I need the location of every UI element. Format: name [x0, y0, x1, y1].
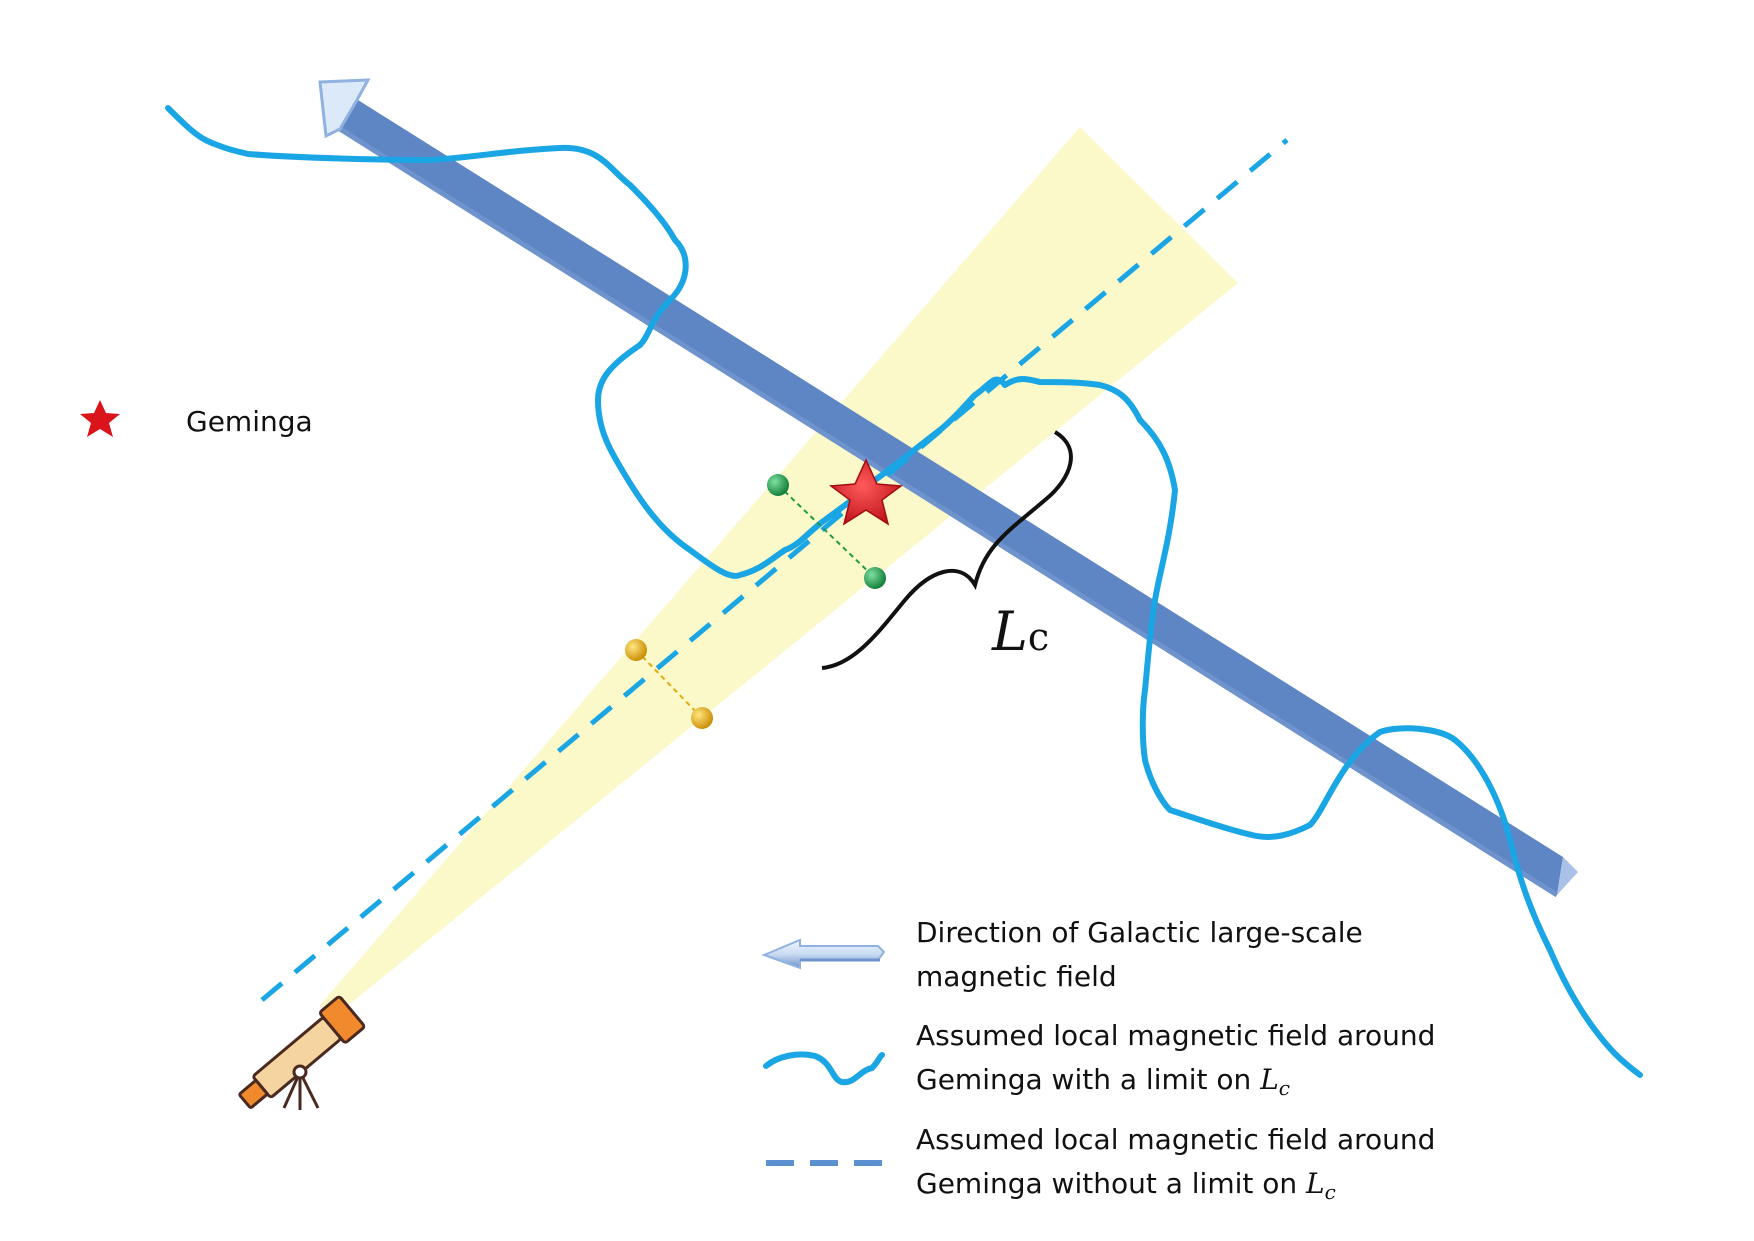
telescope-icon [238, 995, 366, 1110]
legend-dashed-line2: Geminga without a limit on Lc [916, 1167, 1336, 1204]
legend-wavy-line2: Geminga with a limit on Lc [916, 1063, 1290, 1100]
legend-dashed-line1: Assumed local magnetic field around [916, 1123, 1435, 1156]
arrow-icon [761, 938, 886, 970]
yellow-particle-pair [625, 639, 713, 729]
wavy-field-line [165, 105, 1643, 1078]
wavy-line-icon [763, 1051, 885, 1086]
legend-item-dashed: Assumed local magnetic field around Gemi… [766, 1123, 1435, 1204]
legend-arrow-line2: magnetic field [916, 960, 1117, 993]
legend-wavy-line1: Assumed local magnetic field around [916, 1019, 1435, 1052]
legend-star-icon [80, 400, 120, 437]
lc-label: Lc [991, 600, 1049, 663]
legend-item-arrow: Direction of Galactic large-scale magnet… [761, 916, 1363, 993]
green-particle-pair [767, 474, 886, 589]
legend-item-wavy: Assumed local magnetic field around Gemi… [763, 1019, 1435, 1100]
lc-brace [821, 430, 1073, 670]
legend: Direction of Galactic large-scale magnet… [761, 916, 1435, 1204]
galactic-field-arrow [318, 78, 1578, 898]
legend-arrow-line1: Direction of Galactic large-scale [916, 916, 1363, 949]
geminga-star-icon [828, 458, 904, 526]
dashed-field-line [260, 138, 1289, 1002]
geminga-label: Geminga [186, 405, 313, 438]
line-of-sight-cone [320, 127, 1238, 1020]
